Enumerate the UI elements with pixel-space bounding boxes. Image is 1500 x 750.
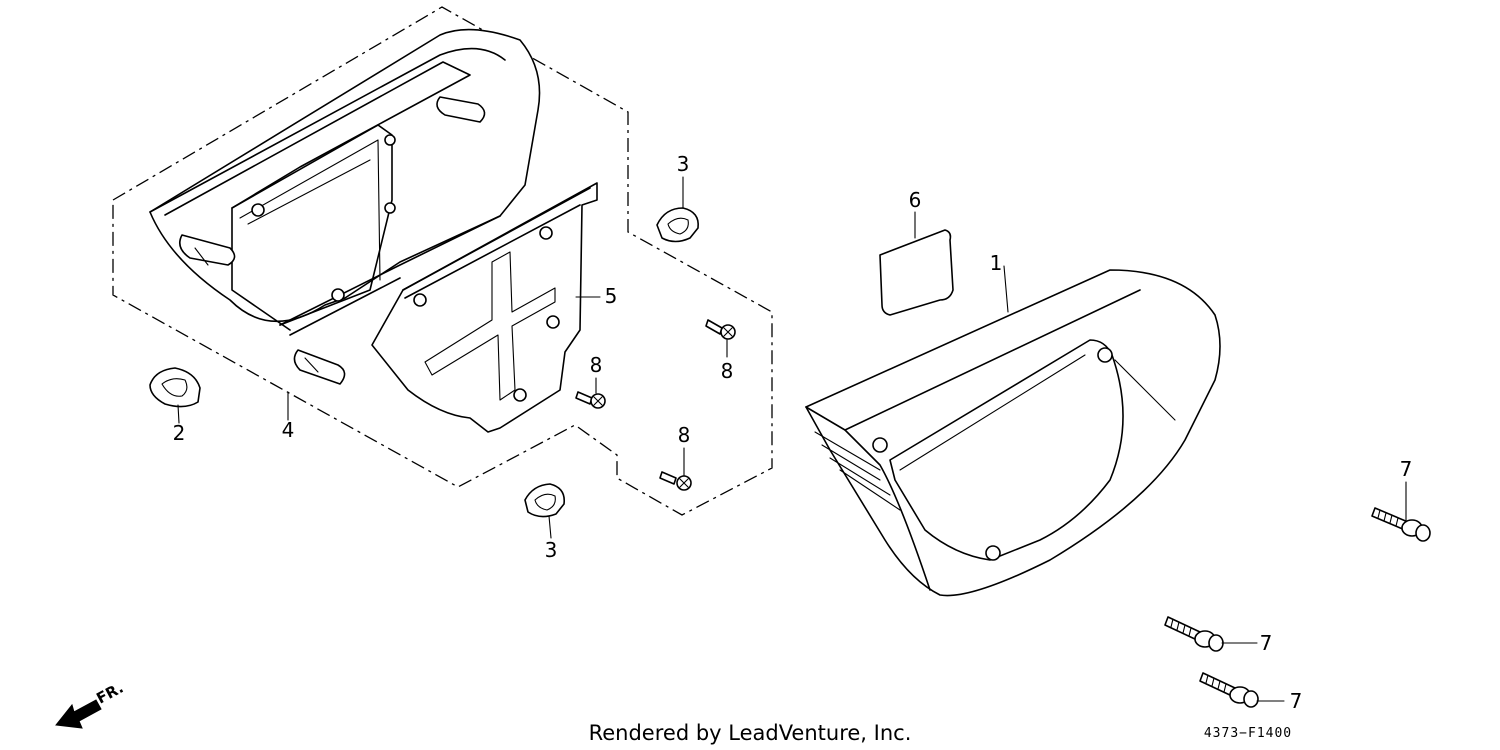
- screw-part-8-b: [575, 391, 606, 409]
- callout-5: 5: [605, 284, 618, 308]
- assembly-boundary: [112, 6, 773, 516]
- drawing-code: 4373−F1400: [1204, 726, 1292, 741]
- bolt-part-7-c: [1199, 672, 1259, 708]
- bolt-part-7-b: [1164, 616, 1224, 652]
- screw-part-8-c: [659, 471, 692, 491]
- callout-7-bottom: 7: [1290, 689, 1303, 713]
- callout-8-middle: 8: [590, 353, 603, 377]
- callout-7-middle: 7: [1260, 631, 1273, 655]
- callout-8-upper-right: 8: [721, 359, 734, 383]
- grommet-part-3-upper: [656, 207, 700, 243]
- callout-4: 4: [282, 418, 295, 442]
- callout-8-lower: 8: [678, 423, 691, 447]
- callout-3-upper: 3: [677, 152, 690, 176]
- leader-lines: [177, 176, 1407, 702]
- front-direction-label: FR.: [93, 679, 126, 708]
- inner-plate-part-5: [371, 182, 598, 433]
- render-credit: Rendered by LeadVenture, Inc.: [589, 721, 912, 745]
- side-cover-frame-part-4: [149, 28, 541, 385]
- callout-1: 1: [990, 251, 1003, 275]
- screw-part-8-a: [705, 319, 736, 340]
- side-cover-part-1: [805, 269, 1221, 597]
- callout-2: 2: [173, 421, 186, 445]
- callout-7-right: 7: [1400, 457, 1413, 481]
- callout-3-lower: 3: [545, 538, 558, 562]
- front-direction-arrow: FR.: [55, 679, 126, 729]
- grommet-part-2: [149, 367, 201, 408]
- callout-6: 6: [909, 188, 922, 212]
- grommet-part-3-lower: [524, 483, 566, 518]
- bolt-part-7-a: [1371, 507, 1431, 542]
- label-part-6: [879, 229, 954, 316]
